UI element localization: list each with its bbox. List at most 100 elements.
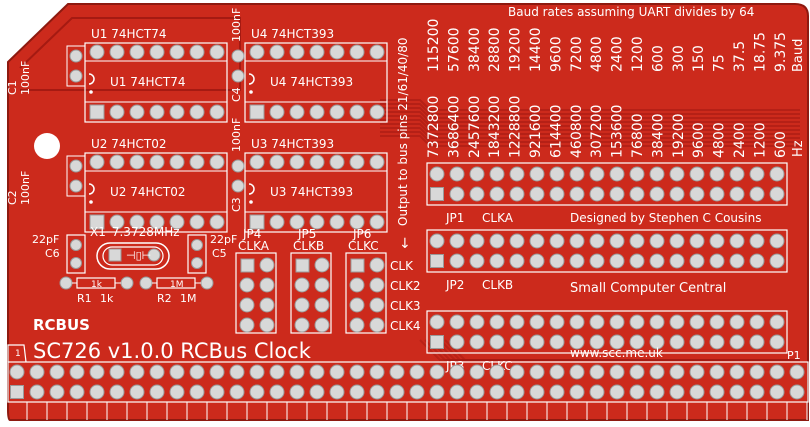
jumper-pin[interactable] [709, 186, 725, 202]
jumper-pin[interactable] [629, 166, 645, 182]
jumper-pin[interactable] [349, 277, 365, 293]
jumper-pin[interactable] [609, 186, 625, 202]
jumper-pin[interactable] [749, 334, 765, 350]
jumper-pin[interactable] [529, 166, 545, 182]
jumper-pin[interactable] [729, 334, 745, 350]
jumper-pin[interactable] [489, 314, 505, 330]
jumper-pin[interactable] [369, 277, 385, 293]
jumper-pin[interactable] [239, 277, 255, 293]
jumper-pin[interactable] [729, 253, 745, 269]
jumper-pin[interactable] [529, 334, 545, 350]
jumper-pin[interactable] [259, 257, 275, 273]
jumper-pin[interactable] [429, 166, 445, 182]
jumper-pin[interactable] [449, 314, 465, 330]
jumper-pin[interactable] [749, 186, 765, 202]
jumper-pin[interactable] [469, 166, 485, 182]
jumper-pin[interactable] [689, 314, 705, 330]
jumper-pin[interactable] [509, 314, 525, 330]
jumper-pin[interactable] [729, 186, 745, 202]
jumper-pin[interactable] [509, 334, 525, 350]
jumper-pin[interactable] [314, 277, 330, 293]
jumper-pin[interactable] [314, 317, 330, 333]
jumper-pin[interactable] [629, 334, 645, 350]
jumper-pin[interactable] [469, 314, 485, 330]
jumper-pin[interactable] [349, 297, 365, 313]
jumper-pin[interactable] [589, 334, 605, 350]
jumper-pin[interactable] [589, 186, 605, 202]
jumper-pin[interactable] [649, 233, 665, 249]
jumper-pin-1[interactable] [430, 335, 444, 349]
jumper-pin[interactable] [294, 277, 310, 293]
jumper-pin[interactable] [669, 233, 685, 249]
jumper-pin[interactable] [469, 186, 485, 202]
jumper-pin[interactable] [569, 186, 585, 202]
jumper-pin[interactable] [589, 253, 605, 269]
jumper-pin[interactable] [469, 233, 485, 249]
jumper-pin[interactable] [629, 233, 645, 249]
jumper-pin[interactable] [669, 186, 685, 202]
jumper-pin[interactable] [259, 317, 275, 333]
jumper-pin[interactable] [609, 233, 625, 249]
jumper-pin[interactable] [609, 314, 625, 330]
jumper-pin[interactable] [709, 314, 725, 330]
jumper-pin[interactable] [689, 253, 705, 269]
jumper-pin[interactable] [529, 233, 545, 249]
jumper-pin[interactable] [489, 233, 505, 249]
jumper-pin[interactable] [669, 253, 685, 269]
jumper-pin[interactable] [589, 166, 605, 182]
jumper-pin[interactable] [509, 233, 525, 249]
jumper-pin[interactable] [349, 317, 365, 333]
jumper-pin[interactable] [429, 233, 445, 249]
jumper-pin[interactable] [449, 186, 465, 202]
jumper-pin[interactable] [769, 314, 785, 330]
jumper-pin[interactable] [449, 233, 465, 249]
jumper-pin[interactable] [629, 253, 645, 269]
jumper-jp3[interactable]: JP3CLKC [426, 310, 788, 373]
jumper-pin[interactable] [239, 297, 255, 313]
jumper-pin[interactable] [509, 186, 525, 202]
jumper-pin[interactable] [709, 166, 725, 182]
jumper-pin[interactable] [369, 297, 385, 313]
jumper-pin[interactable] [529, 253, 545, 269]
jumper-pin[interactable] [509, 253, 525, 269]
jumper-pin[interactable] [489, 186, 505, 202]
jumper-pin[interactable] [294, 297, 310, 313]
jumper-pin[interactable] [769, 253, 785, 269]
jumper-pin[interactable] [689, 233, 705, 249]
jumper-pin[interactable] [749, 166, 765, 182]
jumper-pin[interactable] [689, 334, 705, 350]
jumper-pin[interactable] [549, 166, 565, 182]
jumper-pin[interactable] [729, 314, 745, 330]
jumper-pin[interactable] [314, 297, 330, 313]
jumper-pin[interactable] [369, 257, 385, 273]
jumper-pin[interactable] [549, 233, 565, 249]
jumper-pin[interactable] [589, 233, 605, 249]
jumper-pin[interactable] [769, 233, 785, 249]
jumper-pin[interactable] [689, 166, 705, 182]
jumper-pin[interactable] [749, 253, 765, 269]
jumper-pin[interactable] [549, 186, 565, 202]
jumper-pin[interactable] [529, 314, 545, 330]
jumper-pin[interactable] [609, 166, 625, 182]
jumper-pin[interactable] [449, 166, 465, 182]
jumper-pin[interactable] [549, 334, 565, 350]
jumper-pin[interactable] [469, 334, 485, 350]
jumper-pin[interactable] [569, 166, 585, 182]
jumper-pin[interactable] [569, 233, 585, 249]
jumper-pin[interactable] [549, 314, 565, 330]
jumper-pin[interactable] [429, 314, 445, 330]
jumper-pin[interactable] [689, 186, 705, 202]
jumper-pin[interactable] [239, 317, 255, 333]
jumper-pin[interactable] [629, 314, 645, 330]
jumper-pin[interactable] [369, 317, 385, 333]
jumper-pin[interactable] [609, 253, 625, 269]
jumper-pin[interactable] [609, 334, 625, 350]
jumper-pin[interactable] [649, 166, 665, 182]
jumper-pin[interactable] [649, 186, 665, 202]
jumper-pin[interactable] [549, 253, 565, 269]
jumper-pin[interactable] [489, 334, 505, 350]
jumper-pin-1[interactable] [240, 258, 255, 273]
